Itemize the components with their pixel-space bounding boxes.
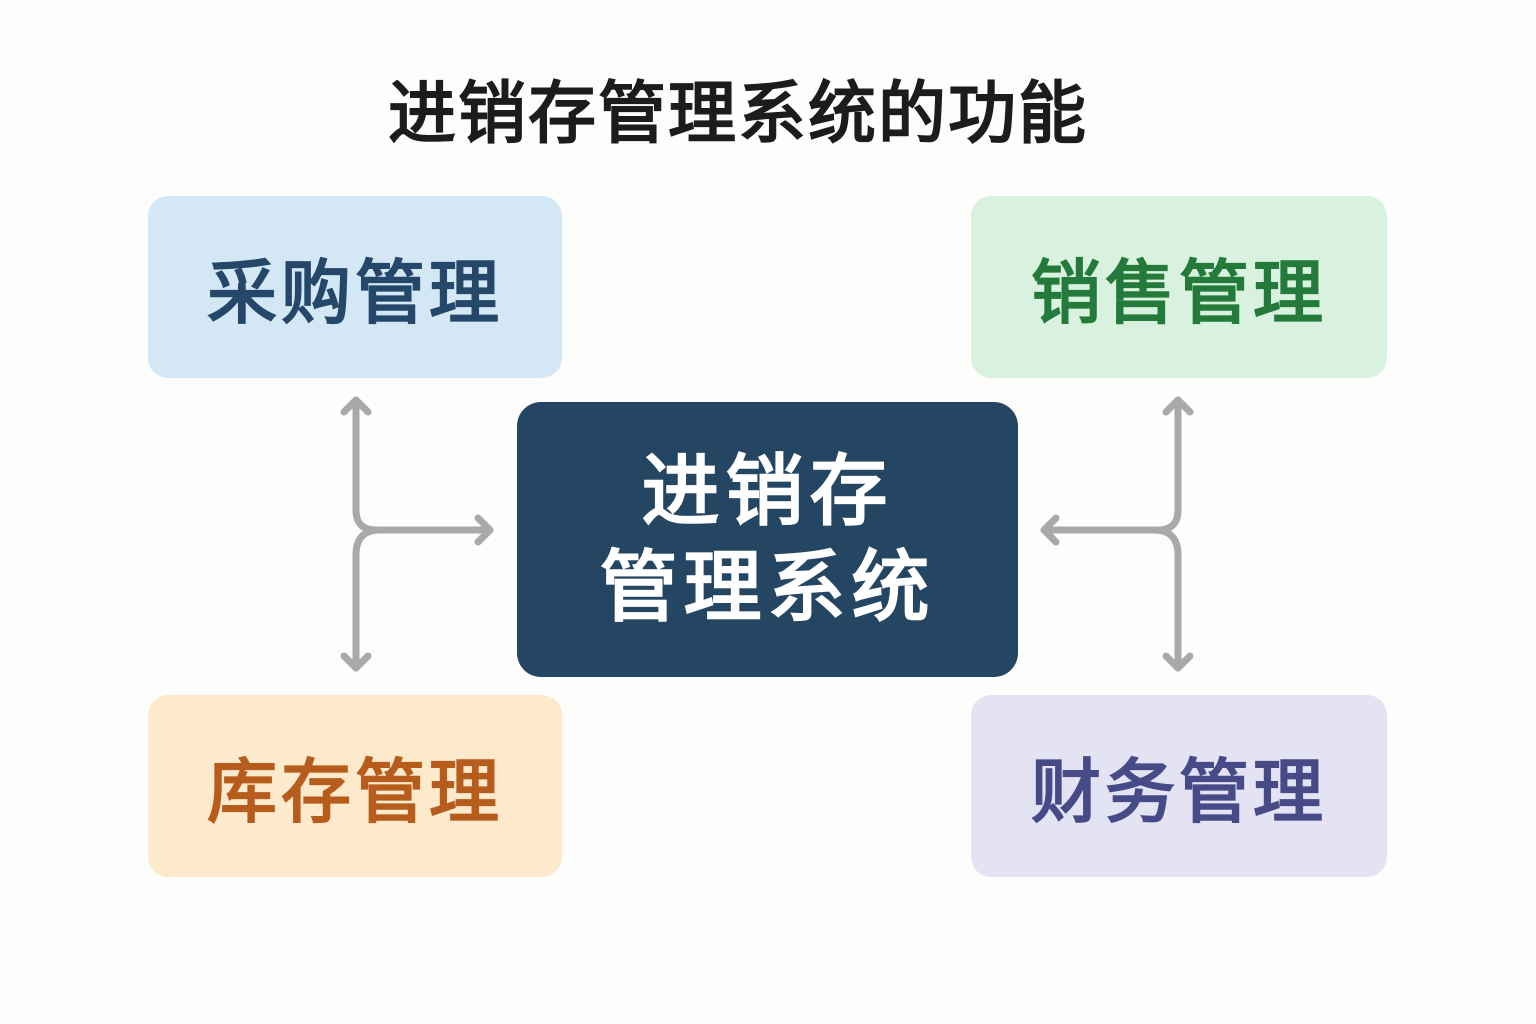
sales-label: 销售管理: [1031, 251, 1327, 334]
diagram-title: 进销存管理系统的功能: [387, 75, 1088, 154]
sales-management-box: 销售管理: [971, 196, 1387, 378]
finance-label: 财务管理: [1031, 750, 1327, 833]
inventory-label: 库存管理: [207, 750, 503, 833]
center-line-2: 管理系统: [599, 542, 936, 633]
purchase-management-box: 采购管理: [148, 196, 562, 378]
finance-management-box: 财务管理: [971, 695, 1387, 877]
purchase-label: 采购管理: [207, 251, 503, 334]
center-line-1: 进销存: [641, 446, 894, 537]
inventory-management-box: 库存管理: [148, 695, 562, 877]
left-connector-arrow-icon: [340, 396, 494, 672]
central-system-box: 进销存 管理系统: [517, 402, 1018, 677]
right-connector-arrow-icon: [1040, 396, 1194, 672]
